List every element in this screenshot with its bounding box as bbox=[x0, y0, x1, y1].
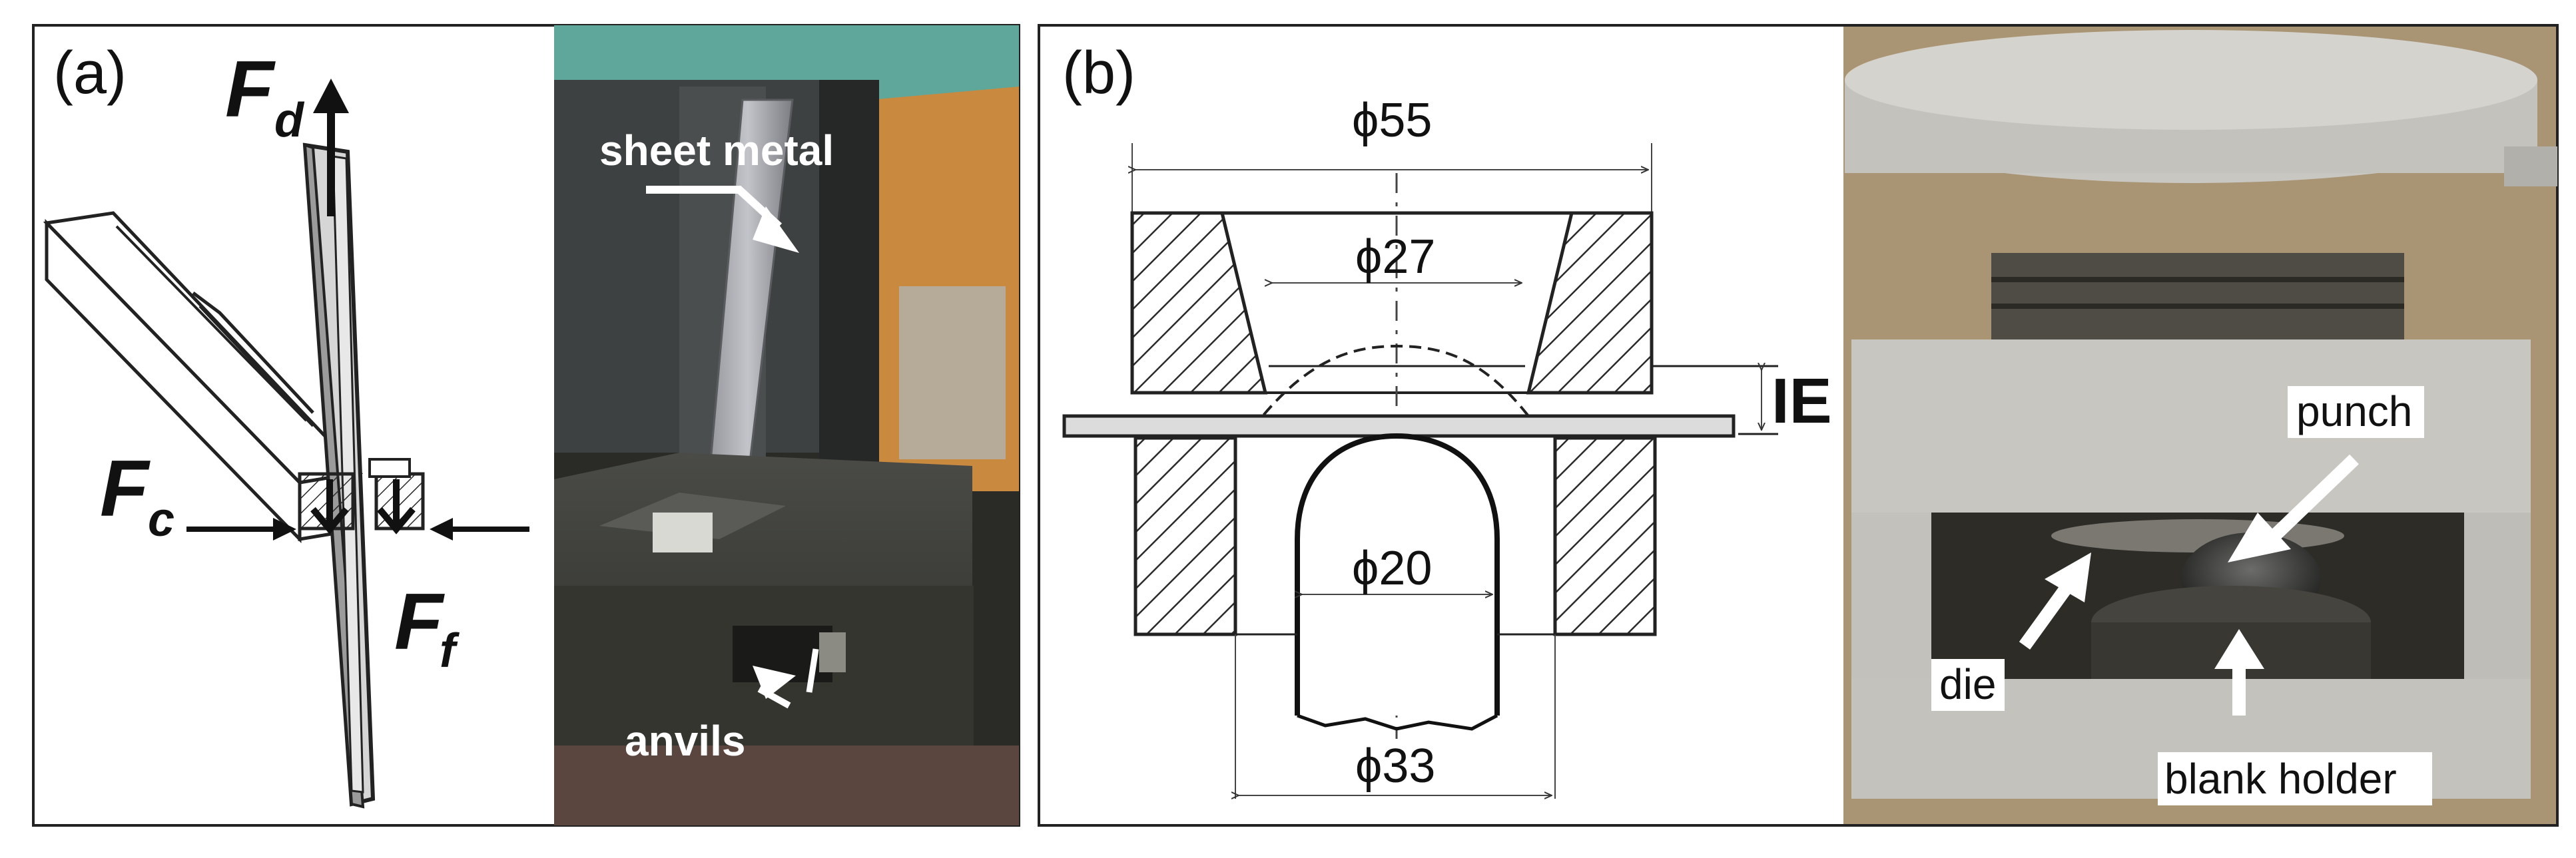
photo-label-blank-holder: blank holder bbox=[2164, 755, 2397, 803]
force-symbol-ff: F bbox=[394, 577, 445, 666]
die-pointer-icon bbox=[2019, 552, 2091, 650]
punch-pointer-icon bbox=[2228, 454, 2359, 562]
deformed-dome-outline bbox=[1251, 344, 1540, 431]
force-subscript-fc: c bbox=[148, 493, 174, 546]
left-anvil-block bbox=[43, 211, 364, 544]
force-label-fd: F d bbox=[225, 45, 305, 147]
photo-label-anvils: anvils bbox=[625, 717, 745, 765]
dimension-label-d20: ϕ20 bbox=[1352, 542, 1432, 595]
force-label-fc: F c bbox=[100, 444, 174, 546]
dimension-label-d33: ϕ33 bbox=[1355, 740, 1435, 793]
draw-force-arrow-icon bbox=[313, 79, 349, 216]
panel-a: (a) F d F c F f bbox=[32, 24, 1020, 827]
ie-label: IE bbox=[1771, 365, 1832, 437]
blank-holder-pointer-icon bbox=[2214, 629, 2264, 716]
panel-b: (b) IE bbox=[1038, 24, 2559, 827]
photo-label-sheet-metal: sheet metal bbox=[599, 126, 834, 174]
panel-b-photo: punch die blank holder bbox=[1843, 27, 2557, 824]
erichsen-cross-section: IE ϕ55 ϕ27 ϕ20 ϕ33 bbox=[1062, 94, 1832, 799]
friction-arrow-right-icon bbox=[377, 479, 416, 535]
panel-b-label: (b) bbox=[1062, 40, 1135, 107]
die-label-box bbox=[1931, 659, 2005, 711]
clamp-force-arrow-icon bbox=[186, 518, 296, 540]
clamp-force-arrow-right-icon bbox=[430, 518, 529, 540]
panel-a-photo: sheet metal anvils bbox=[554, 25, 1019, 825]
panel-a-label: (a) bbox=[53, 40, 127, 107]
dimension-label-d27: ϕ27 bbox=[1355, 230, 1435, 284]
blank-holder-label-box bbox=[2158, 752, 2432, 805]
friction-arrow-left-icon bbox=[310, 479, 349, 535]
force-symbol-fd: F bbox=[225, 45, 276, 134]
photo-label-punch: punch bbox=[2296, 387, 2412, 435]
blank-holder-left bbox=[1133, 436, 1237, 636]
anvil-cross-sections bbox=[298, 458, 425, 535]
punch-label-box bbox=[2288, 386, 2424, 438]
blank-holder-right bbox=[1553, 436, 1657, 636]
photo-label-die: die bbox=[1939, 660, 1996, 708]
strip-drawing-schematic bbox=[43, 79, 529, 809]
force-subscript-fd: d bbox=[274, 94, 305, 147]
sheet-blank bbox=[1062, 414, 1736, 438]
dimension-label-d55: ϕ55 bbox=[1352, 94, 1432, 147]
punch bbox=[1295, 433, 1500, 716]
force-symbol-fc: F bbox=[100, 444, 151, 533]
